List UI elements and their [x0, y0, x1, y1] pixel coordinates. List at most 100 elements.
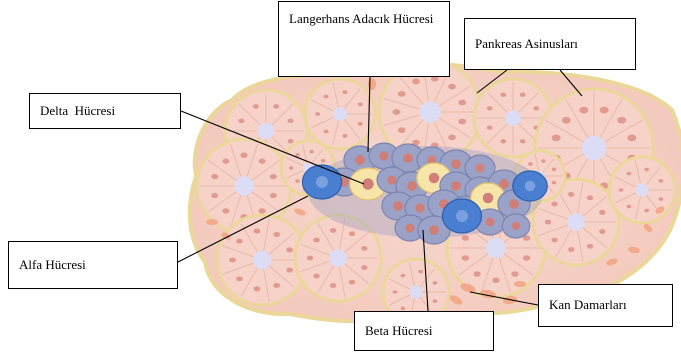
cell-nucleus [412, 79, 420, 85]
cell-nucleus [568, 192, 574, 197]
islet-cell-nucleus [483, 193, 494, 204]
cell-nucleus [393, 109, 401, 115]
islet-cell-nucleus [362, 178, 373, 189]
acinus-lumen [253, 251, 271, 269]
cell-nucleus [644, 209, 649, 213]
cell-nucleus [259, 158, 266, 163]
cell-nucleus [599, 229, 605, 234]
cell-nucleus [254, 229, 261, 234]
cell-nucleus [313, 238, 319, 243]
acinus-lumen [505, 110, 521, 126]
cell-nucleus [433, 281, 438, 285]
label-beta-cell: Beta Hücresi [354, 311, 494, 351]
islet-cell-nucleus [512, 222, 520, 230]
label-kan-text: Kan Damarları [549, 296, 627, 315]
cell-nucleus [448, 84, 456, 90]
cell-nucleus [492, 277, 499, 283]
cell-nucleus [286, 247, 293, 252]
islet-cell-nucleus [355, 155, 365, 165]
cell-nucleus [361, 246, 367, 251]
acinus-lumen [635, 183, 648, 196]
cell-nucleus [587, 244, 593, 249]
cell-nucleus [288, 139, 294, 144]
cell-nucleus [342, 134, 347, 138]
cell-nucleus [330, 283, 336, 288]
cell-nucleus [349, 231, 355, 236]
cell-nucleus [551, 202, 557, 207]
label-pankreas-text: Pankreas Asinusları [475, 35, 578, 54]
islet-cell-nucleus [451, 181, 461, 191]
islet-cell-nucleus [387, 175, 396, 184]
cell-nucleus [458, 100, 466, 106]
cell-nucleus [270, 174, 277, 179]
cell-nucleus [500, 93, 506, 97]
cell-nucleus [579, 107, 588, 114]
cell-nucleus [401, 274, 406, 278]
acinus-lumen [329, 249, 347, 267]
alpha-cell-25 [302, 165, 341, 199]
cell-nucleus [349, 280, 355, 285]
cell-nucleus [487, 125, 493, 129]
label-pancreas-acini: Pankreas Asinusları [464, 18, 636, 70]
cell-nucleus [286, 268, 293, 273]
acinus-lumen [409, 285, 422, 298]
cell-nucleus [273, 232, 280, 237]
beta-cell-24 [502, 214, 530, 238]
islet-cell-nucleus [403, 153, 413, 163]
cell-nucleus [462, 255, 469, 261]
cell-nucleus [541, 159, 545, 163]
acinus-lumen [234, 176, 253, 195]
islet-cell-nucleus [475, 163, 484, 172]
cell-nucleus [433, 299, 438, 303]
label-delta-text: Delta Hücresi [40, 102, 115, 121]
cell-nucleus [551, 238, 557, 243]
cell-nucleus [523, 255, 530, 261]
cell-nucleus [520, 139, 526, 143]
cell-nucleus [211, 174, 218, 179]
cell-nucleus [289, 166, 293, 170]
cell-nucleus [253, 104, 259, 109]
cell-nucleus [321, 159, 325, 163]
acinus-lumen [258, 123, 275, 140]
cell-nucleus [562, 117, 571, 124]
cell-nucleus [315, 112, 320, 116]
blood-cell-9 [206, 219, 218, 225]
cell-nucleus [323, 95, 328, 99]
cell-nucleus [552, 181, 556, 185]
acinus-12 [609, 157, 675, 223]
alpha-cell-27 [442, 199, 481, 233]
cell-nucleus [358, 102, 363, 106]
cell-nucleus [587, 195, 593, 200]
acinus-lumen [333, 107, 347, 121]
cell-nucleus [330, 228, 336, 233]
cell-nucleus [273, 283, 280, 288]
islet-cell-nucleus [405, 223, 414, 232]
cell-nucleus [473, 271, 480, 277]
cell-nucleus [229, 257, 236, 262]
cell-nucleus [599, 210, 605, 215]
islet-cell-nucleus [316, 176, 328, 188]
cell-nucleus [487, 106, 493, 110]
cell-nucleus [393, 290, 398, 294]
islet-cell-nucleus [415, 203, 424, 212]
label-blood-vessels: Kan Damarları [538, 284, 673, 327]
islet-cell-nucleus [451, 159, 461, 169]
islet-cell-nucleus [456, 210, 468, 222]
cell-nucleus [659, 179, 664, 183]
cell-nucleus [236, 276, 243, 281]
cell-nucleus [401, 307, 406, 311]
cell-nucleus [238, 119, 244, 124]
cell-nucleus [552, 168, 556, 172]
cell-nucleus [568, 247, 574, 252]
cell-nucleus [627, 134, 636, 141]
islet-cell-nucleus [407, 181, 417, 191]
acinus-7 [217, 215, 307, 305]
cell-nucleus [644, 168, 649, 172]
cell-nucleus [619, 188, 624, 192]
acinus-lumen [486, 238, 506, 258]
islet-cell-nucleus [429, 173, 440, 184]
cell-nucleus [418, 270, 423, 274]
cell-nucleus [323, 130, 328, 134]
cell-nucleus [398, 91, 406, 97]
blood-cell-5 [514, 281, 526, 287]
